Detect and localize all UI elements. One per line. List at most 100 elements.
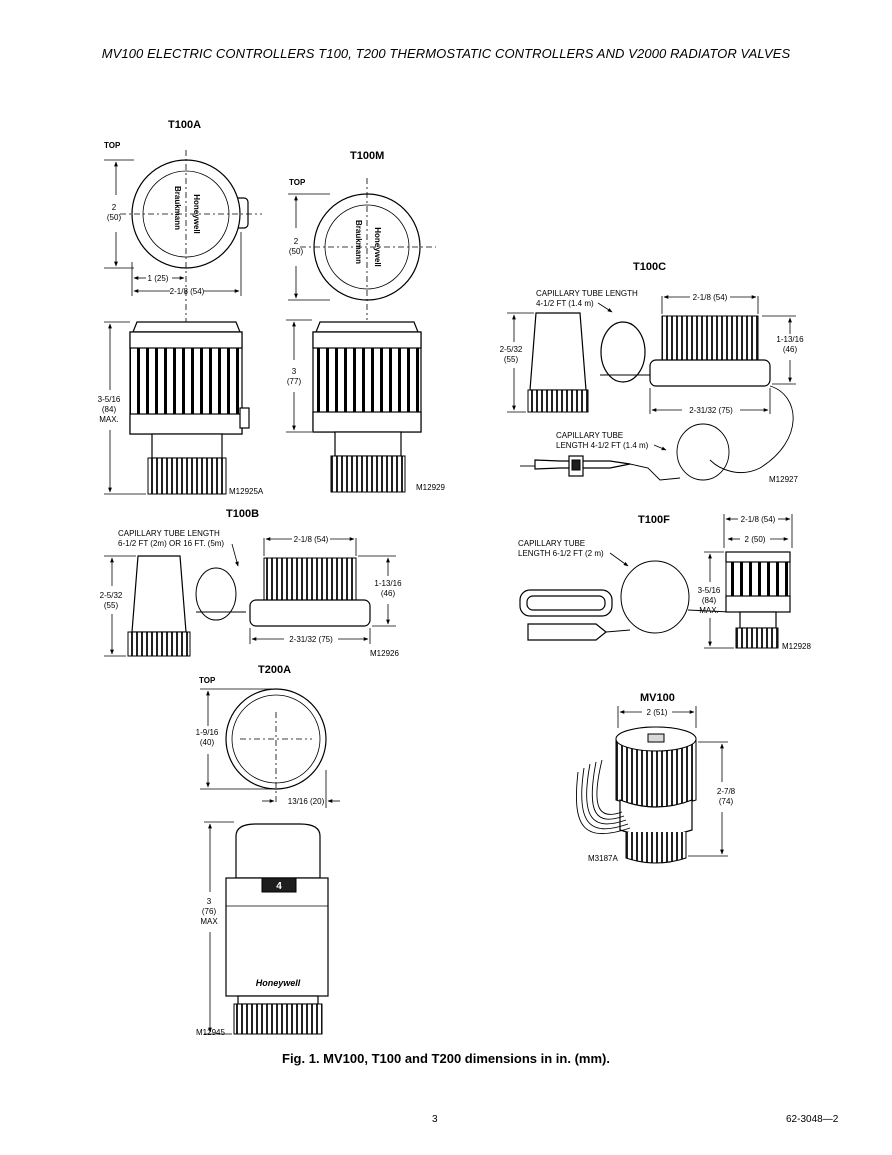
- t100m-top-label: TOP: [289, 178, 306, 187]
- t100c-dim-sensor: 2-5/32: [500, 345, 523, 354]
- t200a-top-label: TOP: [199, 676, 216, 685]
- figure-mv100: MV100 2 (51) 2-7/8 (74) M3187A: [575, 692, 736, 864]
- t100a-dim-side-height: 3-5/16: [98, 395, 121, 404]
- t200a-setting: 4: [276, 881, 282, 892]
- t200a-ref: M12945: [196, 1028, 225, 1037]
- t100c-sensor: [529, 312, 587, 391]
- t100b-capillary-length: 6-1/2 FT (2m) OR 16 FT. (5m): [118, 539, 224, 548]
- t100f-dim-width: 2-1/8 (54): [741, 515, 776, 524]
- t100b-base: [249, 599, 371, 627]
- t100f-capillary-label: CAPILLARY TUBE: [518, 539, 585, 548]
- t100c-ribbed-knob: [661, 315, 759, 361]
- t100a-dim-top-height-mm: (50): [107, 213, 122, 222]
- t100a-nut: [147, 457, 227, 495]
- document-number: 62-3048—2: [786, 1114, 839, 1125]
- t100c-dim-width: 2-1/8 (54): [693, 293, 728, 302]
- t100f-dim-height-max: MAX.: [699, 606, 719, 615]
- t100c-capillary-label-2: CAPILLARY TUBE: [556, 431, 623, 440]
- t100f-dim-height-mm: (84): [702, 596, 717, 605]
- t100a-ref: M12925A: [229, 487, 264, 496]
- t100a-cap: [132, 321, 241, 333]
- t200a-dim-height-mm: (76): [202, 907, 217, 916]
- t200a-setting-window: [261, 877, 297, 893]
- t200a-title: T200A: [258, 664, 291, 676]
- mv100-nut: [625, 832, 687, 864]
- t200a-dim-height-max: MAX: [200, 917, 218, 926]
- t100a-dim-width: 2-1/8 (54): [170, 287, 205, 296]
- figure-caption: Fig. 1. MV100, T100 and T200 dimensions …: [282, 1051, 610, 1066]
- t100b-capillary-label: CAPILLARY TUBE LENGTH: [118, 529, 220, 538]
- t100f-dim-inner: 2 (50): [745, 535, 766, 544]
- t100b-dim-base: 2-31/32 (75): [289, 635, 333, 644]
- t100a-dim-top-height: 2: [112, 203, 117, 212]
- t100m-dim-side-height: 3: [292, 367, 297, 376]
- t200a-dim-diameter-mm: (40): [200, 738, 215, 747]
- t100b-sensor: [131, 555, 187, 633]
- page-number: 3: [432, 1114, 438, 1125]
- t100m-ref: M12929: [416, 483, 445, 492]
- t100b-dim-height-mm: (46): [381, 589, 396, 598]
- t200a-dim-offset: 13/16 (20): [288, 797, 325, 806]
- t100b-dim-width: 2-1/8 (54): [294, 535, 329, 544]
- t100m-dim-top-height: 2: [294, 237, 299, 246]
- t100m-dim-side-height-mm: (77): [287, 377, 302, 386]
- t200a-dim-diameter: 1-9/16: [196, 728, 219, 737]
- t100a-maker: Honeywell: [192, 194, 201, 234]
- page-header: MV100 ELECTRIC CONTROLLERS T100, T200 TH…: [101, 46, 791, 61]
- mv100-title: MV100: [640, 692, 675, 704]
- t100a-brand: Braukmann: [173, 186, 182, 230]
- t100c-dim-base: 2-31/32 (75): [689, 406, 733, 415]
- t100m-nut: [330, 455, 406, 493]
- t100c-dim-sensor-mm: (55): [504, 355, 519, 364]
- t100f-sensor-plate: [527, 623, 607, 641]
- t100b-ref: M12926: [370, 649, 399, 658]
- t100m-maker: Honeywell: [373, 227, 382, 267]
- t100m-brand: Braukmann: [354, 220, 363, 264]
- t100b-dim-sensor: 2-5/32: [100, 591, 123, 600]
- t100c-capillary-length-1: 4-1/2 FT (1.4 m): [536, 299, 594, 308]
- figure-t100f: T100F CAPILLARY TUBE LENGTH 6-1/2 FT (2 …: [518, 514, 811, 651]
- t100m-collar: [334, 431, 402, 457]
- t100b-dim-height: 1-13/16: [374, 579, 402, 588]
- figure-t100c: T100C CAPILLARY TUBE LENGTH 4-1/2 FT (1.…: [500, 261, 804, 484]
- t100f-nut: [735, 627, 779, 649]
- t100f-dim-height: 3-5/16: [698, 586, 721, 595]
- figure-t200a: T200A TOP 1-9/16 (40) 13/16 (20) 4 Honey…: [196, 664, 340, 1037]
- t100a-collar: [151, 433, 223, 459]
- t100b-title: T100B: [226, 508, 259, 520]
- t100c-capillary-length-2: LENGTH 4-1/2 FT (1.4 m): [556, 441, 649, 450]
- t200a-maker: Honeywell: [256, 978, 301, 988]
- t100a-title: T100A: [168, 119, 201, 131]
- t100f-capillary-coil: [620, 560, 690, 634]
- t100c-ref: M12927: [769, 475, 798, 484]
- t100c-capillary-coil-lower: [676, 423, 730, 481]
- t100c-dim-height: 1-13/16: [776, 335, 804, 344]
- figure-t100b: T100B CAPILLARY TUBE LENGTH 6-1/2 FT (2m…: [100, 508, 402, 658]
- mv100-dim-width: 2 (51): [647, 708, 668, 717]
- t100a-dim-side-height-mm: (84): [102, 405, 117, 414]
- t100b-capillary-coil: [195, 567, 237, 621]
- mv100-ref: M3187A: [588, 854, 618, 863]
- mv100-dim-height-mm: (74): [719, 797, 734, 806]
- mv100-dim-height: 2-7/8: [717, 787, 736, 796]
- t100m-dim-top-height-mm: (50): [289, 247, 304, 256]
- t200a-cap: [235, 823, 321, 879]
- t100b-ribbed-knob: [263, 557, 357, 601]
- t100f-capillary-length: LENGTH 6-1/2 FT (2 m): [518, 549, 604, 558]
- t200a-nut: [233, 1003, 323, 1035]
- t200a-knob-top: [225, 688, 327, 790]
- t100b-dim-sensor-mm: (55): [104, 601, 119, 610]
- t100m-title: T100M: [350, 150, 384, 162]
- t100c-base: [649, 359, 771, 387]
- t100f-title: T100F: [638, 514, 670, 526]
- t100c-title: T100C: [633, 261, 666, 273]
- t200a-dim-height: 3: [207, 897, 212, 906]
- t100c-capillary-coil: [600, 321, 646, 383]
- t100a-top-label: TOP: [104, 141, 121, 150]
- t100f-ref: M12928: [782, 642, 811, 651]
- figure-t100a: T100A TOP Braukmann Honeywell 2 (50) 1 (…: [98, 119, 264, 496]
- t100a-dim-offset: 1 (25): [148, 274, 169, 283]
- t100c-dim-height-mm: (46): [783, 345, 798, 354]
- t100a-dim-side-max: MAX.: [99, 415, 119, 424]
